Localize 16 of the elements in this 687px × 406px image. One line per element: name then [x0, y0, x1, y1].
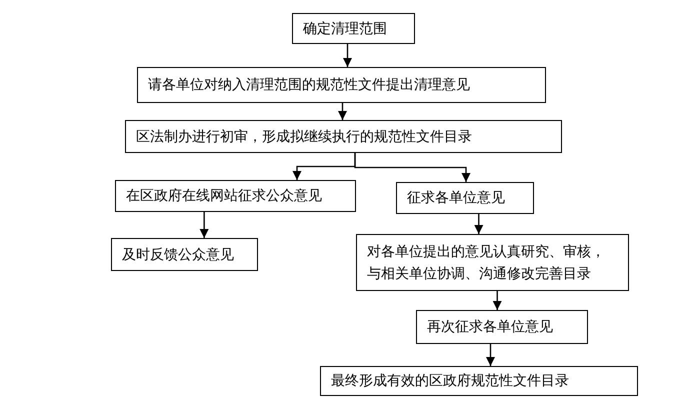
- process-box: 区法制办进行初审，形成拟继续执行的规范性文件目录: [125, 120, 562, 153]
- process-box: 确定清理范围: [292, 13, 415, 44]
- process-box: 对各单位提出的意见认真研究、审核，与相关单位协调、沟通修改完善目录: [356, 234, 629, 291]
- arrow: [354, 153, 470, 182]
- arrow: [474, 214, 484, 234]
- arrow: [492, 291, 502, 310]
- arrow: [338, 103, 347, 120]
- process-box: 再次征求各单位意见: [416, 310, 588, 344]
- process-box: 最终形成有效的区政府规范性文件目录: [320, 366, 638, 396]
- arrow: [486, 344, 495, 366]
- arrow: [200, 212, 209, 238]
- process-box: 征求各单位意见: [396, 182, 534, 214]
- arrow: [343, 44, 352, 67]
- process-box: 请各单位对纳入清理范围的规范性文件提出清理意见: [137, 67, 546, 103]
- process-box: 在区政府在线网站征求公众意见: [115, 180, 356, 212]
- process-box: 及时反馈公众意见: [111, 238, 258, 271]
